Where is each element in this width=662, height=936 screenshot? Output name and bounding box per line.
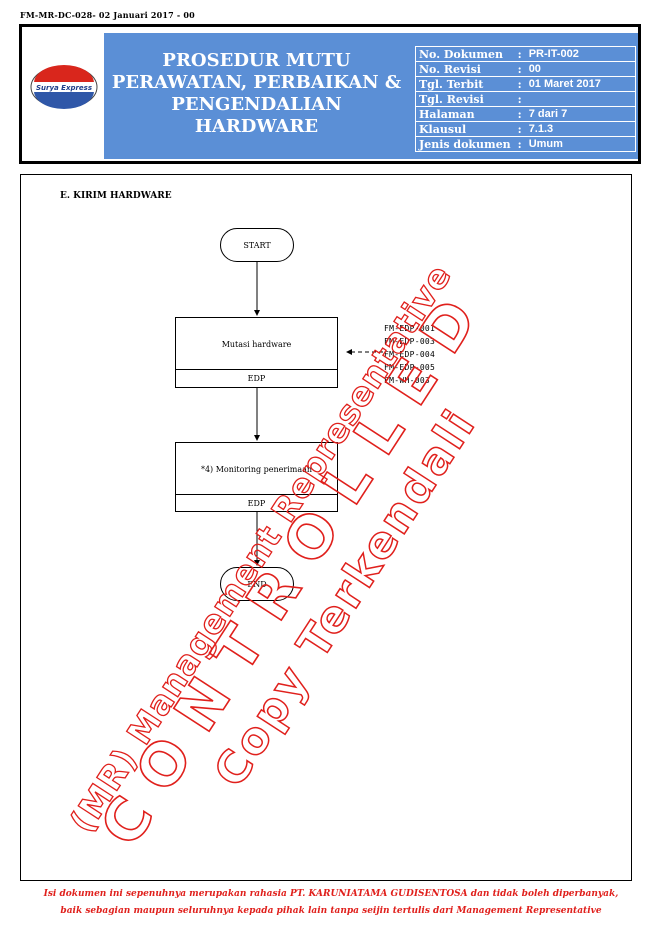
form-reference: FM-EDP-004 — [384, 350, 436, 359]
document-info-table: No. Dokumen:PR-IT-002 No. Revisi:00 Tgl.… — [414, 46, 636, 152]
info-value: PR-IT-002 — [525, 46, 636, 62]
footer-confidentiality-line-2: baik sebagian maupun seluruhnya kepada p… — [60, 906, 602, 916]
header-title-panel: PROSEDUR MUTU PERAWATAN, PERBAIKAN & PEN… — [104, 33, 638, 159]
info-value: 01 Maret 2017 — [525, 76, 636, 92]
flow-step-mutasi: Mutasi hardware EDP — [175, 317, 338, 388]
flow-step-label: Mutasi hardware — [221, 340, 292, 349]
document-code: FM-MR-DC-028- 02 Januari 2017 - 00 — [20, 10, 195, 20]
info-separator: : — [513, 136, 526, 152]
logo-text: Surya Express — [36, 84, 92, 92]
title-line-2: PERAWATAN, PERBAIKAN & — [111, 72, 402, 93]
info-label: Tgl. Revisi — [414, 91, 514, 107]
form-reference: FM-EDP-005 — [384, 363, 436, 372]
flow-step-label: *4) Monitoring penerimaan — [200, 465, 313, 474]
title-line-3: PENGENDALIAN — [171, 94, 342, 115]
flow-end: END — [220, 567, 294, 601]
info-label: Tgl. Terbit — [414, 76, 514, 92]
info-row: No. Revisi:00 — [414, 61, 636, 77]
info-row: Jenis dokumen:Umum — [414, 136, 636, 152]
content-frame — [20, 174, 632, 881]
section-title: E. KIRIM HARDWARE — [60, 191, 172, 201]
flow-step-owner: EDP — [176, 369, 337, 387]
form-reference: FM-EDP-001 — [384, 324, 436, 333]
form-reference: FM-WH-003 — [384, 376, 431, 385]
document-title: PROSEDUR MUTU PERAWATAN, PERBAIKAN & PEN… — [104, 50, 409, 138]
info-row: Halaman:7 dari 7 — [414, 106, 636, 122]
flow-step-monitoring: *4) Monitoring penerimaan EDP — [175, 442, 338, 512]
form-reference: FM-EDP-003 — [384, 337, 436, 346]
footer-confidentiality-line-1: Isi dokumen ini sepenuhnya merupakan rah… — [43, 889, 619, 899]
info-value: Umum — [525, 136, 636, 152]
title-line-4: HARDWARE — [194, 116, 319, 137]
document-header: Surya Express PROSEDUR MUTU PERAWATAN, P… — [19, 24, 641, 164]
flow-start: START — [220, 228, 294, 262]
title-line-1: PROSEDUR MUTU — [162, 50, 351, 71]
info-label: Jenis dokumen — [414, 136, 514, 152]
company-logo: Surya Express — [30, 65, 98, 109]
info-row: Tgl. Terbit:01 Maret 2017 — [414, 76, 636, 92]
flow-step-owner: EDP — [176, 494, 337, 511]
form-reference-list: FM-EDP-001 FM-EDP-003 FM-EDP-004 FM-EDP-… — [384, 322, 435, 387]
